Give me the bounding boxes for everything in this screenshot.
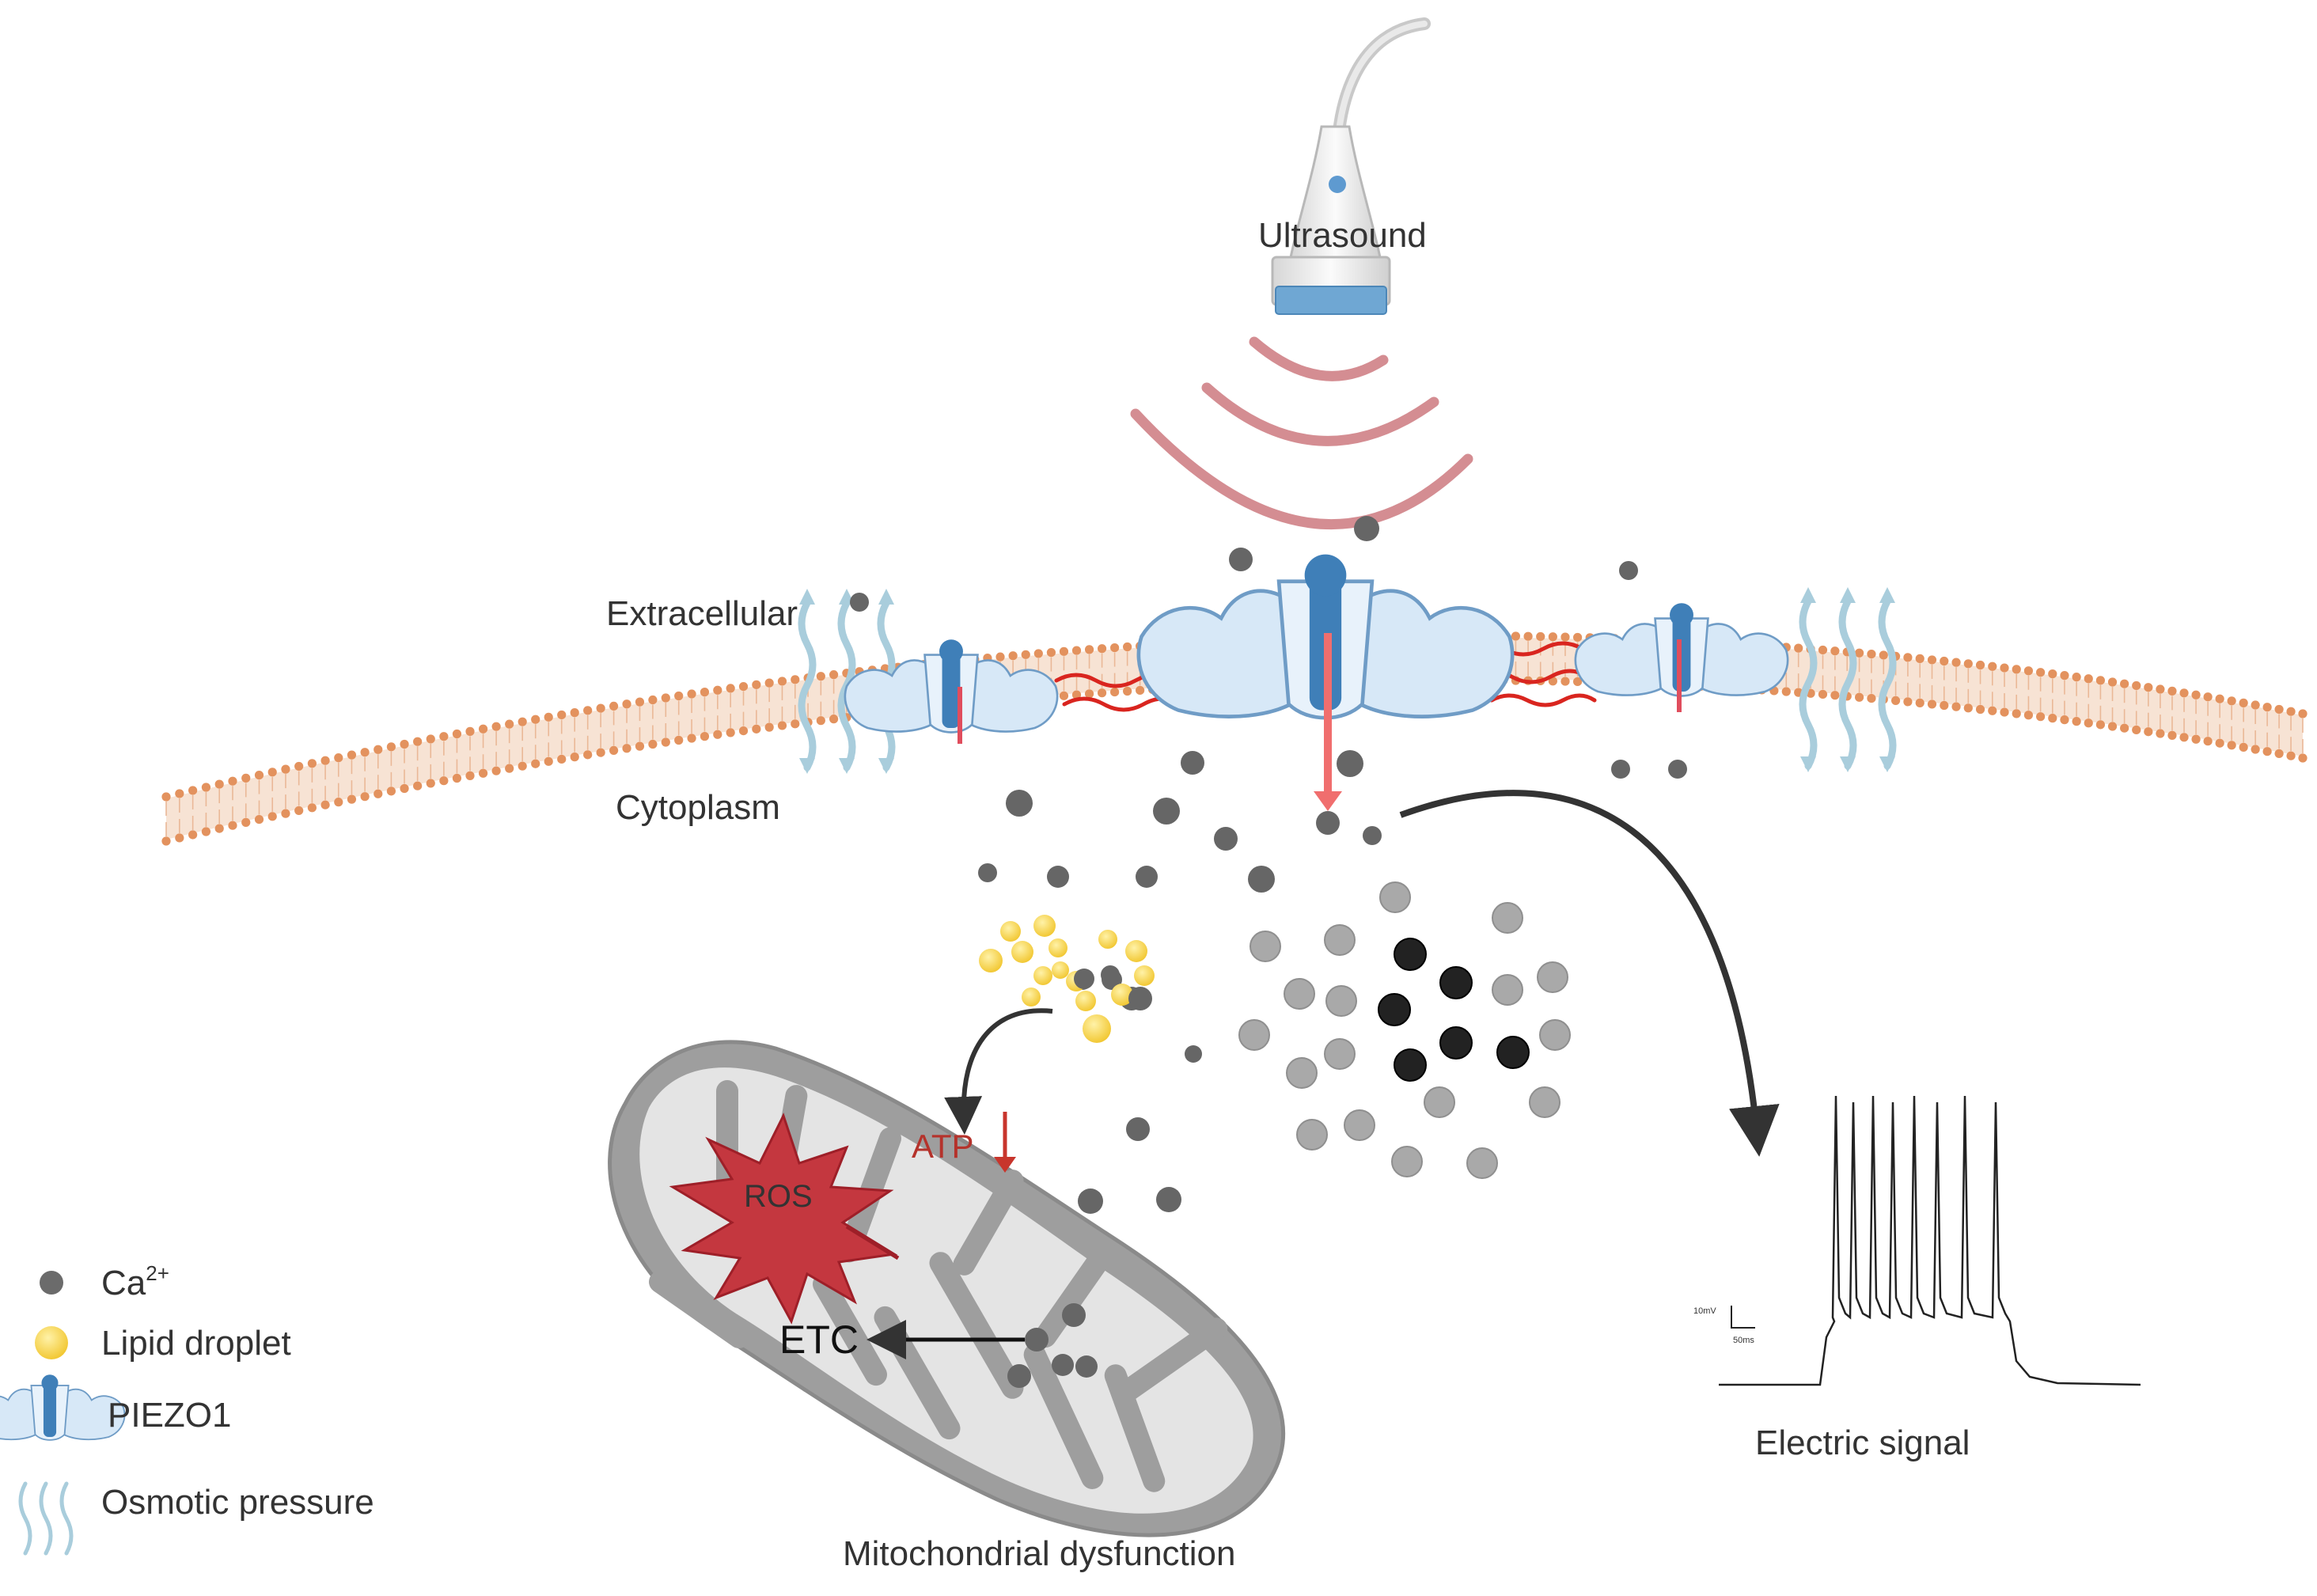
piezo1-channel-icon — [1136, 554, 1515, 720]
piezo1-channel-icon — [844, 639, 1059, 734]
calcium-ion-icon — [40, 1271, 63, 1295]
electric-signal-label: Electric signal — [1755, 1424, 1970, 1462]
scale-bar-time-label: 50ms — [1733, 1336, 1754, 1345]
calcium-to-signal-arrow — [1399, 790, 1780, 1157]
legend-osmotic-label: Osmotic pressure — [101, 1483, 374, 1522]
cytoplasm-label: Cytoplasm — [616, 788, 780, 827]
electric-signal-trace: 10mV 50ms — [1693, 1095, 2141, 1386]
ultrasound-label: Ultrasound — [1258, 216, 1427, 255]
lipid-droplet-icon — [35, 1326, 68, 1359]
extracellular-label: Extracellular — [606, 594, 798, 633]
ros-burst-icon — [669, 1113, 898, 1325]
osmotic-pressure-icon — [1799, 587, 1897, 772]
calcium-ions — [850, 516, 1687, 1214]
lipid-to-atp-arrow — [944, 1008, 1053, 1135]
legend-lipid-label: Lipid droplet — [101, 1324, 291, 1363]
lipid-droplets — [979, 915, 1155, 1043]
mitochondrion — [608, 1040, 1285, 1537]
etc-label: ETC — [779, 1317, 859, 1362]
osmotic-pressure-icon — [18, 1481, 74, 1556]
atp-label: ATP — [912, 1128, 974, 1165]
legend-calcium-label: Ca2+ — [101, 1261, 169, 1302]
legend: Ca2+ Lipid droplet PIEZO1 Osmotic pressu… — [0, 1261, 374, 1556]
ultrasound-waves — [1130, 336, 1473, 529]
mito-calcium-ions — [1007, 1303, 1098, 1388]
scale-bar-voltage-label: 10mV — [1693, 1306, 1716, 1316]
piezo1-channel-icon — [0, 1374, 126, 1441]
ros-label: ROS — [744, 1179, 813, 1214]
legend-piezo-label: PIEZO1 — [108, 1396, 232, 1435]
ultrasound-probe-icon — [1271, 17, 1431, 315]
mitochondrial-dysfunction-label: Mitochondrial dysfunction — [843, 1534, 1235, 1573]
